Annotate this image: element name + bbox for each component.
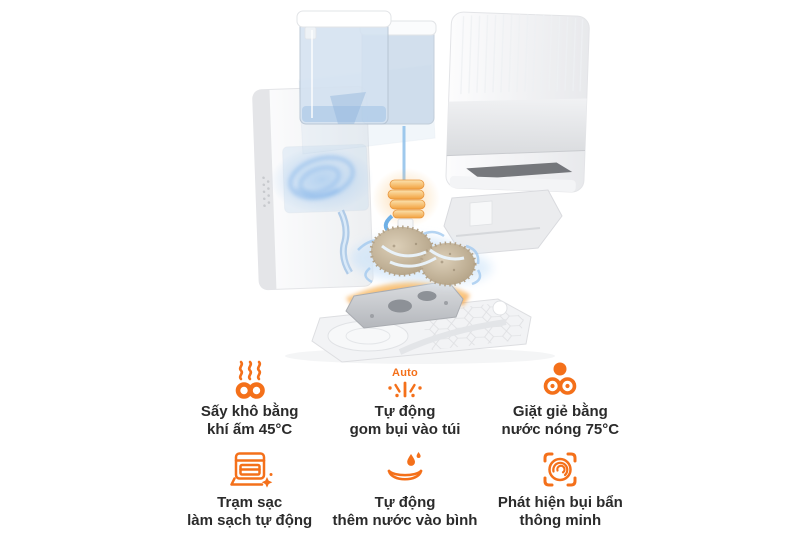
feature-label-line1: Tự động [374, 494, 436, 511]
feature-label-line1: Trạm sạc [217, 494, 283, 511]
wash-tray [345, 280, 464, 329]
feature-label-line1: Sấy khô bằng [200, 403, 299, 420]
warm-air-dry-icon [226, 357, 274, 399]
self-clean-dock-icon [226, 448, 274, 490]
feature-label-line2: nước nóng 75°C [501, 421, 620, 438]
smart-dirt-detect-icon [536, 448, 584, 490]
feature-hot-water-wash: Giặt giẻ bằng nước nóng 75°C [483, 357, 638, 439]
clean-water-tank [296, 10, 392, 125]
dust-bag-compartment [252, 85, 374, 291]
feature-label: Giặt giẻ bằng nước nóng 75°C [502, 403, 620, 439]
feature-warm-air-dry: Sấy khô bằng khí ấm 45°C [172, 357, 327, 439]
mop-pad-right [419, 241, 477, 287]
dust-bag [289, 156, 355, 200]
feature-self-clean-dock: Trạm sạc làm sạch tự động [172, 448, 327, 530]
dock-station-illustration [252, 10, 590, 364]
feature-label-line2: gom bụi vào túi [349, 421, 461, 438]
feature-auto-dust-collect: Auto Tự động gom bụi vào túi [327, 357, 482, 439]
feature-label-line2: thêm nước vào bình [332, 512, 478, 529]
auto-icon-text: Auto [392, 367, 418, 379]
feature-auto-refill: Tự động thêm nước vào bình [327, 448, 482, 530]
feature-label: Sấy khô bằng khí ấm 45°C [201, 403, 299, 439]
auto-water-refill-icon [381, 448, 429, 490]
feature-label-line2: thông minh [519, 512, 602, 529]
outer-shell [445, 11, 590, 193]
mop-pads-washing [350, 225, 492, 287]
dock-ramp [443, 189, 563, 256]
feature-label: Trạm sạc làm sạch tự động [187, 494, 312, 530]
feature-label: Phát hiện bụi bẩn thông minh [498, 494, 623, 530]
feature-label-line2: khí ấm 45°C [207, 421, 293, 438]
feature-label-line1: Giặt giẻ bằng [512, 403, 608, 420]
feature-label: Tự động thêm nước vào bình [333, 494, 478, 530]
feature-smart-detect: Phát hiện bụi bẩn thông minh [483, 448, 638, 530]
feature-label-line1: Tự động [374, 403, 436, 420]
auto-dust-collect-icon: Auto [381, 357, 429, 399]
vent-holes [262, 176, 271, 208]
feature-grid: Sấy khô bằng khí ấm 45°C Auto [172, 357, 638, 530]
feature-label: Tự động gom bụi vào túi [350, 403, 461, 439]
dock-station-exploded-view [252, 10, 590, 364]
feature-label-line2: làm sạch tự động [187, 512, 313, 529]
feature-label-line1: Phát hiện bụi bẩn [497, 494, 623, 511]
hot-water-mop-wash-icon [536, 357, 584, 399]
